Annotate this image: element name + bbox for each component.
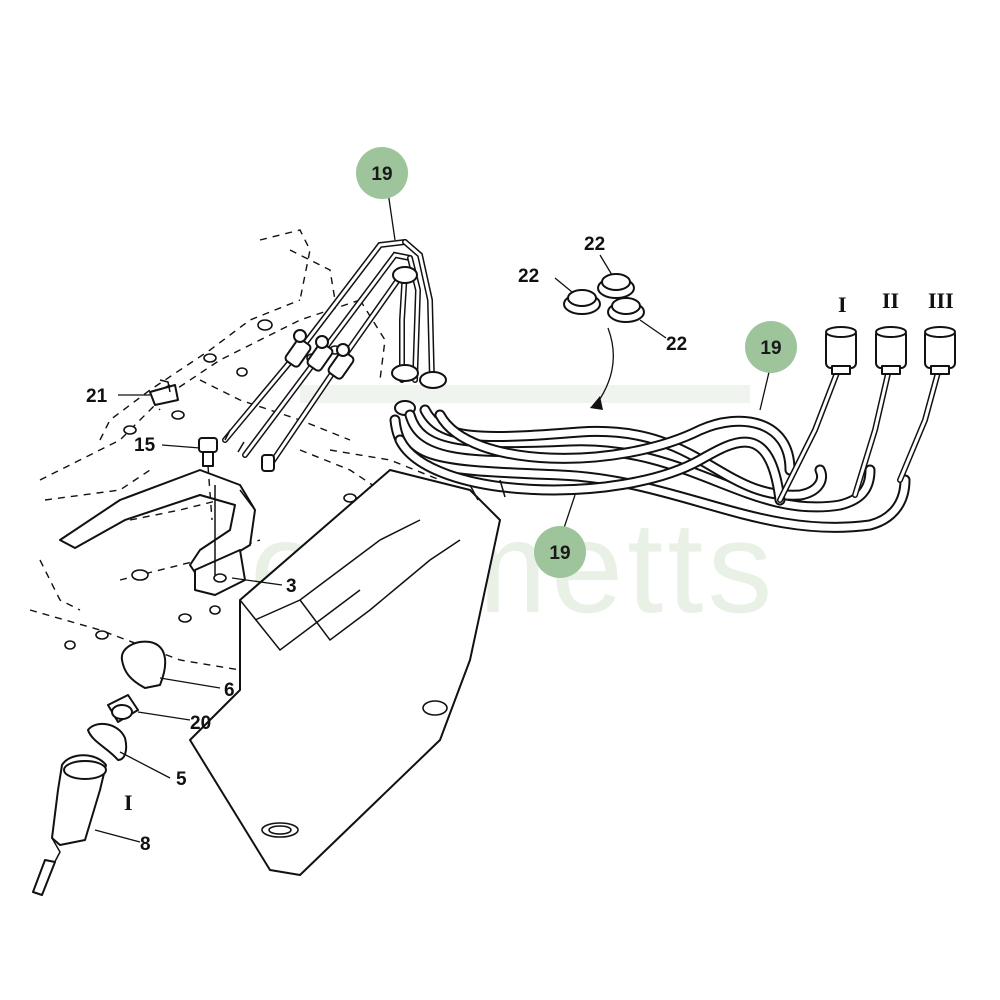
label-21: 21 (86, 386, 108, 407)
pin-part-21 (149, 379, 179, 406)
callout-badge (745, 321, 797, 373)
callout-label: 19 (371, 164, 392, 185)
callout-badge (534, 526, 586, 578)
label-coupler-1: I (838, 292, 847, 317)
callout-label: 19 (549, 543, 570, 564)
cable-grommets (391, 266, 447, 416)
leader-lines (94, 191, 771, 843)
callout-label: 19 (760, 338, 781, 359)
callout-19-top: 19 (356, 147, 408, 199)
lever-parts (32, 640, 167, 896)
label-coupler-2: II (882, 288, 899, 313)
label-22-right: 22 (666, 334, 687, 355)
label-8: 8 (140, 834, 151, 855)
tractor-frame (29, 229, 441, 671)
floor-panel (189, 469, 501, 876)
label-22-left: 22 (518, 266, 539, 287)
quick-couplers (777, 326, 956, 503)
hydraulic-hoses (389, 404, 911, 533)
callout-badge (356, 147, 408, 199)
label-5: 5 (176, 769, 187, 790)
label-20: 20 (190, 713, 211, 734)
label-coupler-3: III (928, 288, 954, 313)
dust-caps-part-22 (563, 273, 645, 410)
label-15: 15 (134, 435, 156, 456)
bolt-part-15 (198, 437, 218, 521)
callout-19-right: 19 (745, 321, 797, 373)
bracket-part-3 (59, 469, 256, 596)
label-3: 3 (286, 576, 297, 597)
watermark-band (300, 385, 750, 403)
label-roman-lever: I (124, 790, 133, 815)
caps-arrow-head (590, 396, 603, 410)
callout-19-bottom: 19 (534, 526, 586, 578)
label-22-top: 22 (584, 234, 605, 255)
label-6: 6 (224, 680, 235, 701)
